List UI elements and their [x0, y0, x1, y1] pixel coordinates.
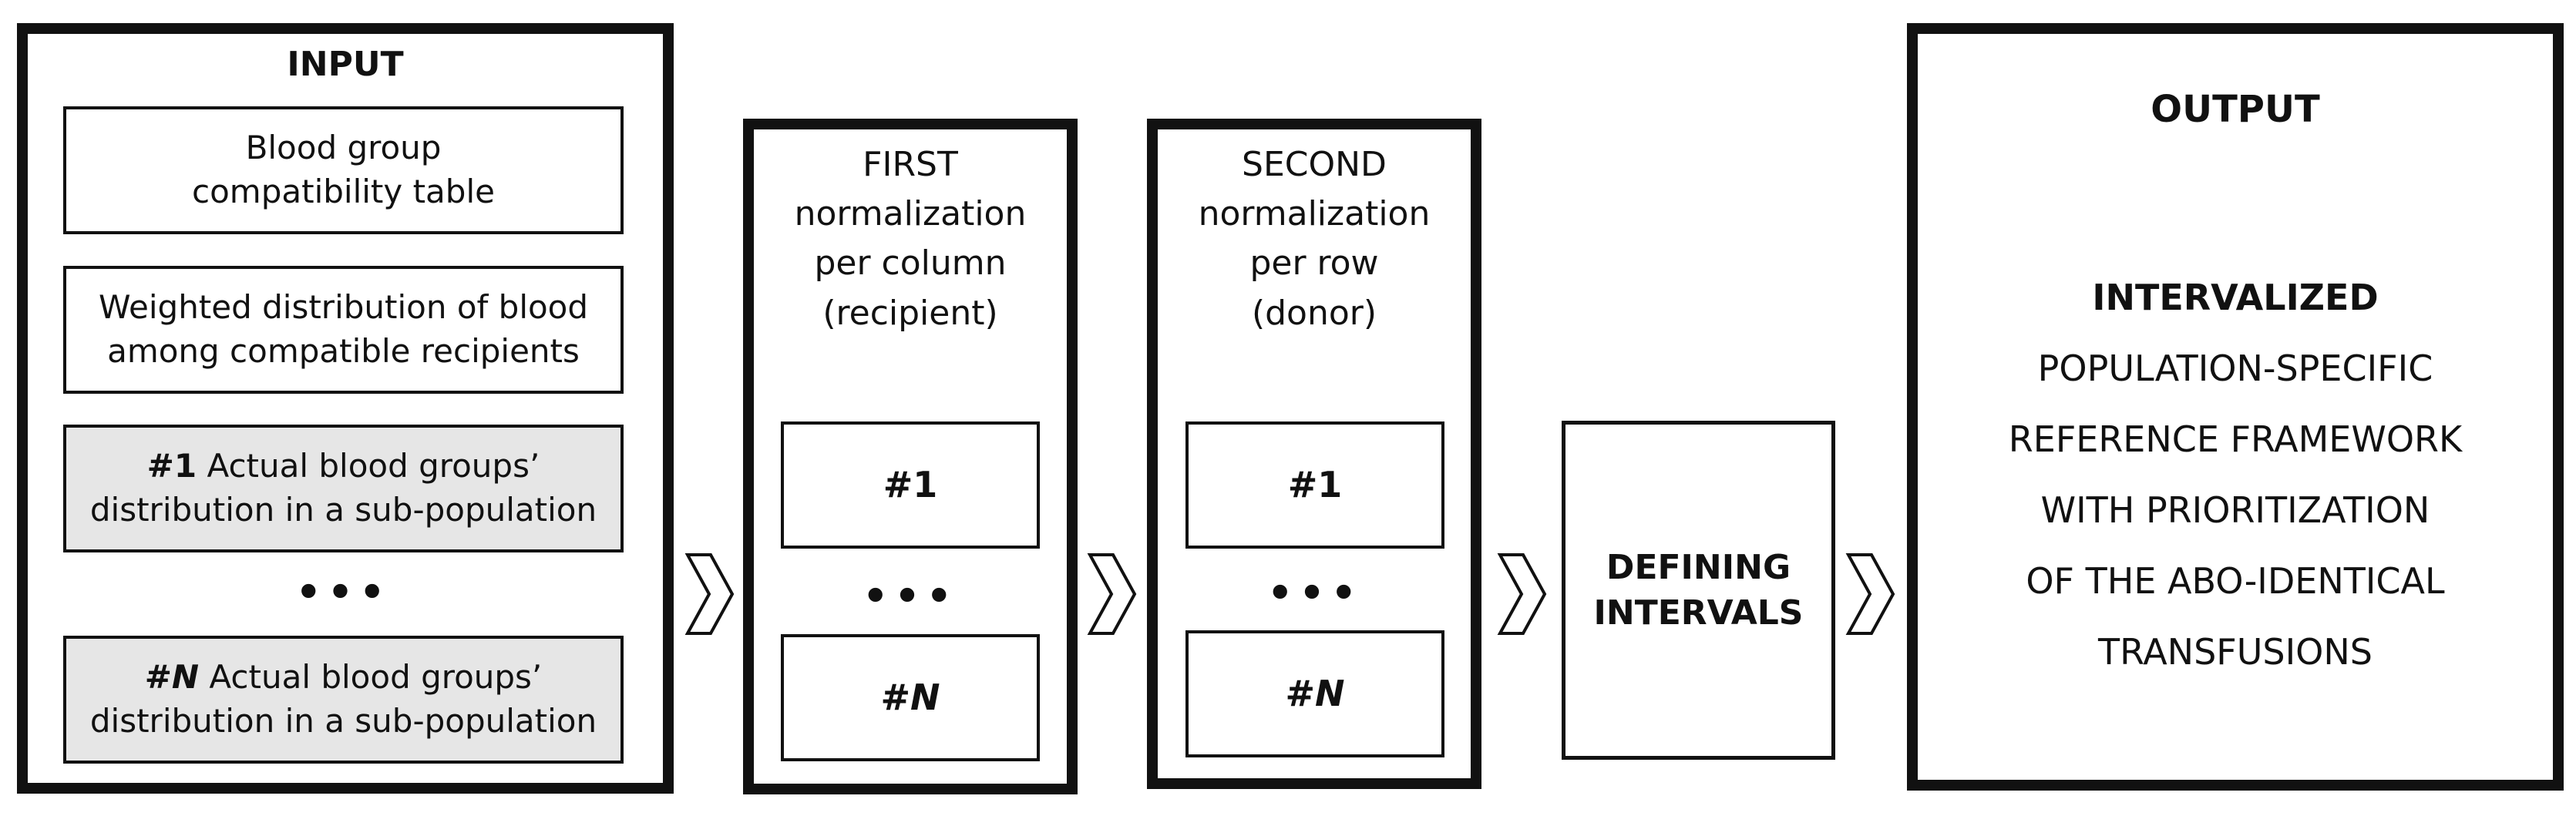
second-title-line-3: per row — [1249, 243, 1379, 284]
second-item-n-label: #N — [1285, 670, 1344, 717]
subpopulation-1-box: #1 Actual blood groups’ distribution in … — [63, 425, 624, 552]
chevron-right-icon — [684, 553, 735, 635]
subpopulation-1-number: #1 — [146, 447, 197, 485]
subpopulation-1-text: Actual blood groups’ distribution in a s… — [89, 447, 597, 529]
second-normalization-title: SECOND normalization per row (donor) — [1158, 140, 1471, 338]
output-line-2: POPULATION-SPECIFIC — [2037, 348, 2433, 389]
subpopulation-n-hash: # — [144, 658, 172, 697]
first-title-line-4: (recipient) — [822, 293, 998, 333]
chevron-right-icon — [1497, 553, 1547, 635]
first-normalization-title: FIRST normalization per column (recipien… — [754, 140, 1067, 338]
first-title-line-1: FIRST — [863, 145, 958, 184]
second-ellipsis: ••• — [1267, 570, 1363, 616]
compatibility-table-label: Blood group compatibility table — [192, 129, 495, 210]
first-item-n-box: #N — [781, 634, 1040, 761]
subpopulation-1-label: #1 Actual blood groups’ distribution in … — [74, 445, 614, 532]
first-item-1-label: #1 — [883, 464, 938, 506]
chevron-right-icon — [1087, 553, 1137, 635]
first-item-n-label: #N — [880, 673, 940, 721]
first-item-n-letter: N — [910, 677, 940, 719]
second-item-1-box: #1 — [1185, 421, 1444, 549]
defining-line-1: DEFINING — [1606, 547, 1791, 587]
output-line-6: TRANSFUSIONS — [2098, 631, 2373, 673]
second-title-line-4: (donor) — [1251, 293, 1377, 333]
output-line-3: REFERENCE FRAMEWORK — [2008, 418, 2463, 460]
defining-line-2: INTERVALS — [1593, 593, 1804, 633]
output-line-5: OF THE ABO-IDENTICAL — [2026, 560, 2445, 602]
chevron-right-icon — [1845, 553, 1895, 635]
output-line-4: WITH PRIORITIZATION — [2040, 489, 2430, 531]
compatibility-table-box: Blood group compatibility table — [63, 106, 624, 234]
first-ellipsis: ••• — [863, 573, 958, 620]
output-description: INTERVALIZED POPULATION-SPECIFIC REFEREN… — [1918, 262, 2553, 687]
subpopulation-n-text: Actual blood groups’ distribution in a s… — [89, 658, 597, 740]
output-panel — [1907, 23, 2564, 791]
second-item-n-hash: # — [1285, 673, 1316, 715]
second-title-line-1: SECOND — [1242, 145, 1387, 184]
second-item-n-box: #N — [1185, 630, 1444, 757]
defining-intervals-box: DEFINING INTERVALS — [1562, 421, 1835, 760]
first-item-1-box: #1 — [781, 421, 1040, 549]
subpopulation-n-label: #N Actual blood groups’ distribution in … — [74, 656, 614, 743]
output-title: OUTPUT — [2151, 88, 2320, 131]
subpopulation-n-letter: N — [171, 658, 200, 697]
first-title-line-3: per column — [814, 243, 1007, 284]
first-title-line-2: normalization — [794, 194, 1027, 234]
second-title-line-2: normalization — [1198, 194, 1431, 234]
input-ellipsis: ••• — [295, 569, 392, 616]
weighted-distribution-box: Weighted distribution of blood among com… — [63, 266, 624, 394]
input-title: INPUT — [287, 45, 404, 84]
subpopulation-n-box: #N Actual blood groups’ distribution in … — [63, 636, 624, 764]
second-item-n-letter: N — [1315, 673, 1345, 715]
second-item-1-label: #1 — [1287, 464, 1343, 506]
first-item-n-hash: # — [880, 677, 911, 719]
defining-intervals-label: DEFINING INTERVALS — [1594, 545, 1804, 636]
weighted-distribution-label: Weighted distribution of blood among com… — [98, 288, 589, 370]
output-line-1: INTERVALIZED — [2092, 277, 2379, 318]
